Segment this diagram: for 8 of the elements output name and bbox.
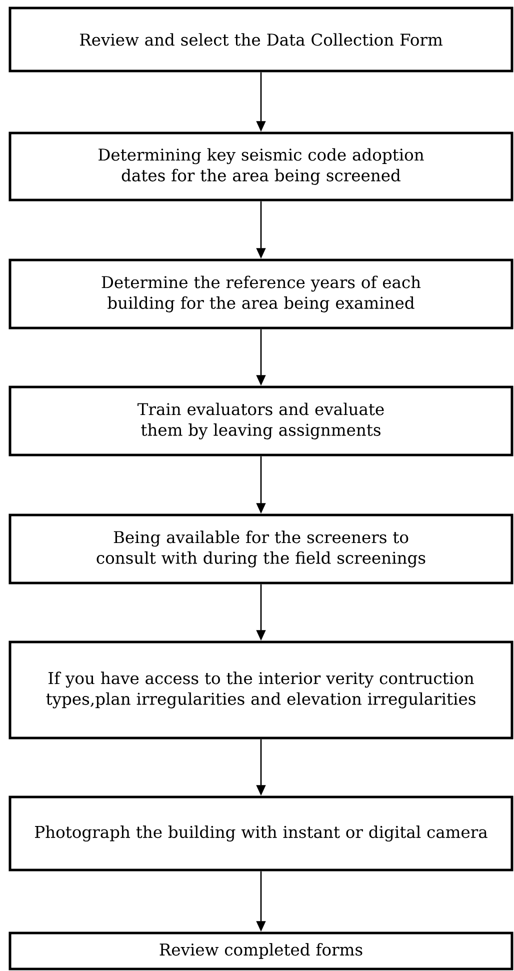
process-box: Being available for the screeners to consult with during the field screenings — [8, 514, 514, 584]
process-box: Determine the reference years of each building for the area being examined — [8, 258, 514, 330]
process-box: Photograph the building with instant or digital camera — [8, 796, 514, 872]
process-box: Review and select the Data Collection Form — [8, 6, 514, 72]
process-box: Determining key seismic code adoption dates for the area being screened — [8, 132, 514, 202]
process-box: If you have access to the interior verity contruction types,plan irregularities and elevation irregularities — [8, 640, 514, 740]
process-box: Review completed forms — [8, 932, 514, 970]
process-box: Train evaluators and evaluate them by leaving assignments — [8, 386, 514, 456]
